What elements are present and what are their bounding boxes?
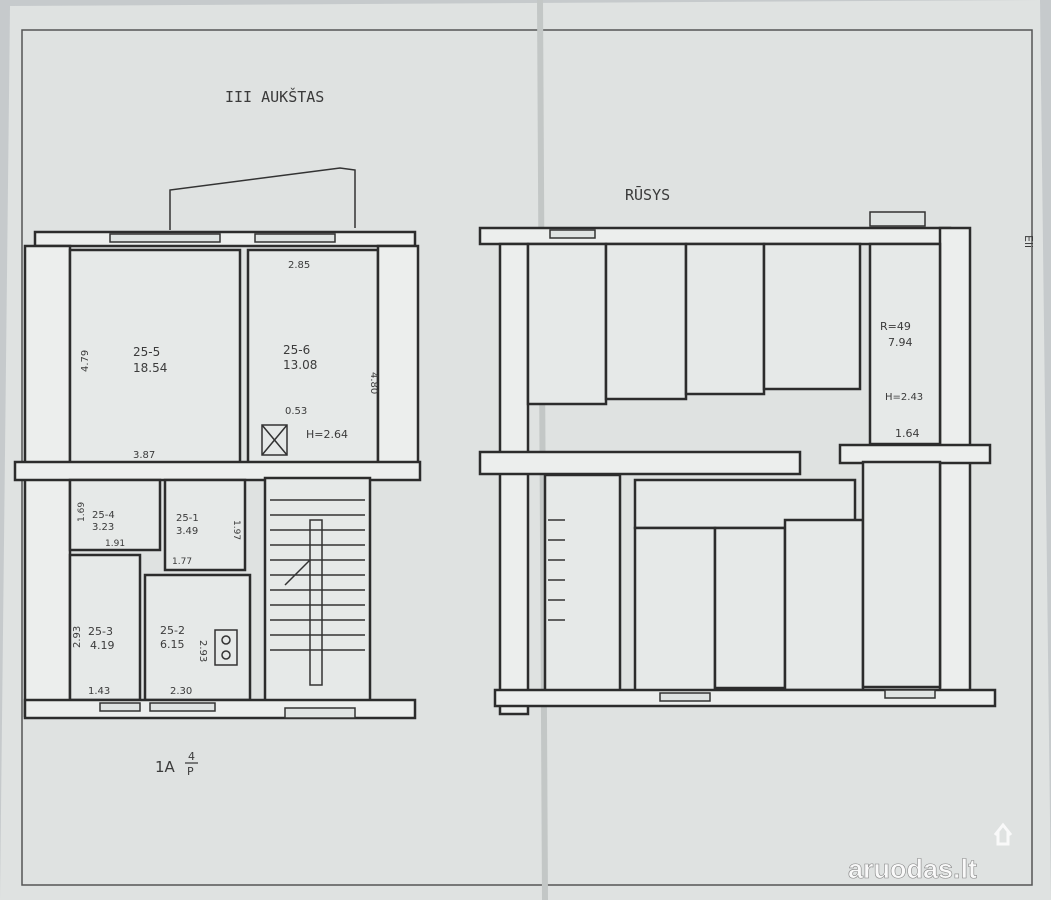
window xyxy=(254,233,336,243)
wall-bottom xyxy=(23,698,417,720)
window xyxy=(884,689,936,699)
house-icon xyxy=(993,822,1013,846)
room-label: 25-2 xyxy=(160,624,185,637)
paper-fold xyxy=(537,0,548,900)
storage-cell xyxy=(604,242,688,401)
storage-cell xyxy=(713,526,787,690)
storage-cell xyxy=(633,526,717,695)
window xyxy=(149,702,216,712)
basement-title: RŪSYS xyxy=(625,185,670,204)
storage-room-r49 xyxy=(868,242,942,446)
dim-label: 1.43 xyxy=(88,686,110,697)
wall-top xyxy=(33,230,417,248)
room-area: 3.23 xyxy=(92,522,114,533)
room-label: 25-4 xyxy=(92,510,115,521)
room-25-2 xyxy=(143,573,252,702)
room-25-4 xyxy=(68,478,162,552)
stairs xyxy=(270,499,365,686)
height-label: H=2.43 xyxy=(885,392,923,403)
storage-cell xyxy=(526,242,608,406)
height-label: H=2.64 xyxy=(306,428,348,441)
side-mark: Eli xyxy=(1022,235,1035,248)
dim-label: 3.87 xyxy=(133,450,155,461)
dim-label: 2.93 xyxy=(197,640,208,662)
dim-label: 2.30 xyxy=(170,686,192,697)
storage-cell xyxy=(861,460,942,689)
balcony xyxy=(169,167,356,230)
dim-label: 1.69 xyxy=(77,502,87,522)
dim-label: 0.53 xyxy=(285,406,307,417)
entrance xyxy=(284,707,356,719)
room-label: 25-6 xyxy=(283,343,310,357)
watermark-text: aruodas.lt xyxy=(848,854,977,884)
room-25-1 xyxy=(163,478,247,572)
dim-label: 2.85 xyxy=(288,260,310,271)
dim-label: 2.93 xyxy=(72,626,83,648)
fraction-bottom: P xyxy=(187,765,194,778)
wall-left xyxy=(498,242,530,716)
wall-right xyxy=(376,244,420,468)
wall-bottom xyxy=(493,688,997,708)
window xyxy=(659,692,711,702)
room-area: 6.15 xyxy=(160,638,185,651)
section-mark: 1A xyxy=(155,758,176,776)
aruodas-logo: aruodas.lt xyxy=(848,822,1013,884)
room-area: 4.19 xyxy=(90,639,115,652)
corridor-wall xyxy=(838,443,992,465)
stair-cell xyxy=(543,473,622,702)
room-label: R=49 xyxy=(880,320,911,333)
corridor-wall xyxy=(478,450,802,476)
window xyxy=(869,211,926,227)
storage-cell xyxy=(783,518,865,692)
window xyxy=(109,233,221,243)
basement-stairs xyxy=(548,519,565,621)
floor-title: III AUKŠTAS xyxy=(225,87,324,106)
dim-label: 4.80 xyxy=(368,372,379,394)
room-label: 25-3 xyxy=(88,625,113,638)
storage-cell xyxy=(762,242,862,391)
window xyxy=(549,229,596,239)
dim-label: 1.77 xyxy=(172,557,192,567)
room-area: 7.94 xyxy=(888,336,913,349)
room-label: 25-1 xyxy=(176,513,199,524)
room-area: 13.08 xyxy=(283,358,317,372)
room-area: 3.49 xyxy=(176,526,198,537)
sheet-frame xyxy=(21,29,1033,886)
basement-plan xyxy=(478,211,997,716)
vent-shaft xyxy=(261,424,288,456)
storage-cell xyxy=(684,242,766,396)
window xyxy=(99,702,141,712)
fraction-top: 4 xyxy=(188,750,195,763)
room-label: 25-5 xyxy=(133,345,160,359)
dim-label: 1.64 xyxy=(895,427,920,440)
dim-label: 1.97 xyxy=(231,520,241,540)
room-area: 18.54 xyxy=(133,361,167,375)
dim-label: 4.79 xyxy=(80,350,91,372)
dim-label: 1.91 xyxy=(105,539,125,549)
stairwell xyxy=(263,476,372,710)
room-25-3 xyxy=(68,553,142,702)
room-25-6 xyxy=(246,248,380,467)
floor-plan-level-3 xyxy=(13,167,422,720)
stove xyxy=(214,629,238,666)
